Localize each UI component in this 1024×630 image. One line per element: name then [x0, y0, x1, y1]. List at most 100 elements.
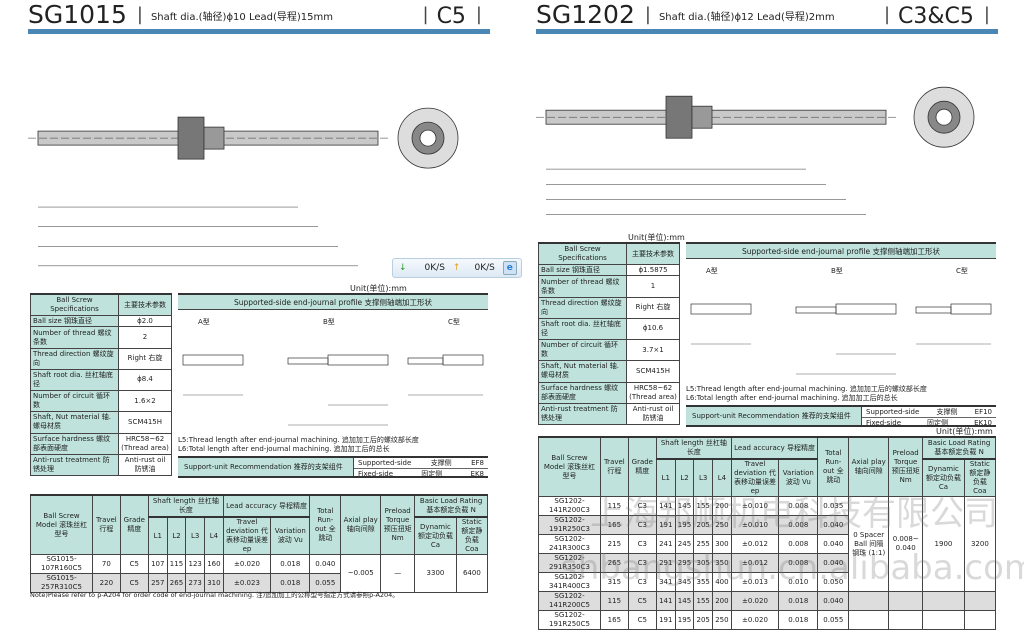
cell: ±0.023 — [222, 573, 272, 593]
col-l: L2 — [674, 458, 695, 497]
col-shaft-length: Shaft length 丝杠轴长度 — [147, 494, 224, 518]
cell: SG1202-241R300C3 — [538, 534, 601, 554]
spec-value: HRC58~62 (Thread area) — [118, 432, 172, 455]
cell: 0.008 — [778, 496, 819, 516]
profile-type-label: C型 — [956, 267, 968, 275]
spec-label: Shaft root dia. 丝杠轴底径 — [538, 317, 627, 341]
spec-value: SCM415H — [626, 360, 680, 383]
spec-value: Right 右旋 — [118, 347, 172, 370]
spec-label: Number of thread 螺纹条数 — [30, 326, 119, 349]
profile-type-label: C型 — [448, 318, 460, 326]
col-load-rating: Basic Load Rating 基本额定负载 N — [414, 494, 488, 518]
col-runout: Total Run-out 全跳动 — [309, 494, 342, 555]
cell: 0.008 — [778, 515, 819, 535]
cell: SG1015-257R310C5 — [30, 573, 93, 593]
cell: C3 — [627, 515, 657, 535]
model-subtitle: Shaft dia.(轴径)ϕ12 Lead(导程)2mm — [658, 12, 835, 23]
cell: ±0.020 — [730, 610, 780, 630]
spec-label: Shaft, Nut material 轴.螺母材质 — [538, 360, 627, 383]
page-header: SG1202| Shaft dia.(轴径)ϕ12 Lead(导程)2mm| C… — [536, 0, 998, 34]
col-static: Static 额定静负载 Coa — [455, 516, 489, 555]
profile-type-label: A型 — [198, 318, 210, 326]
cell: SG1202-191R250C5 — [538, 610, 601, 630]
page-header: SG1015| Shaft dia.(轴径)ϕ10 Lead(导程)15mm| … — [28, 1, 490, 34]
spec-label: Thread direction 螺纹旋向 — [538, 296, 627, 319]
cell: 0.018 — [270, 554, 311, 574]
model-title: SG1202 — [536, 0, 635, 29]
cell: 141 — [655, 496, 676, 516]
cell: 145 — [674, 591, 695, 611]
col-load-rating: Basic Load Rating 基本额定负载 N — [922, 436, 996, 460]
cell: 0.055 — [817, 610, 850, 630]
cell: 155 — [693, 591, 714, 611]
cell: 265 — [166, 573, 187, 593]
cell: SG1015-107R160C5 — [30, 554, 93, 574]
spec-label: Ball size 钢珠直径 — [30, 315, 119, 328]
spec-value: HRC58~62 (Thread area) — [626, 381, 680, 404]
profile-title: Supported-side end-journal profile 支撑侧轴端… — [178, 295, 488, 310]
cell: 220 — [92, 573, 121, 593]
cell: 400 — [712, 572, 732, 592]
col-preload: Preload Torque 预压扭矩 Nm — [380, 494, 416, 555]
col-l: L3 — [693, 458, 714, 497]
cell: 123 — [185, 554, 206, 574]
spec-label: Thread direction 螺纹旋向 — [30, 347, 119, 370]
spec-label: Shaft, Nut material 轴.螺母材质 — [30, 411, 119, 434]
cell: 200 — [712, 591, 732, 611]
cell: 355 — [693, 572, 714, 592]
download-speed: 0K/S — [424, 263, 445, 273]
col-runout: Total Run-out 全跳动 — [817, 436, 850, 497]
spec-label: Anti-rust treatment 防锈处理 — [538, 402, 627, 426]
cell: ±0.013 — [730, 572, 780, 592]
browser-icon[interactable]: e — [502, 261, 517, 275]
spec-value: Anti-rust oil 防锈油 — [118, 453, 172, 477]
cell: 341 — [655, 572, 676, 592]
support-unit-recommendation: Support-unit Recommendation 推荐的支架组件 Supp… — [178, 456, 488, 478]
col-axial-play: Axial play 轴向间隙 — [340, 494, 382, 555]
preload-value: 0.008~ 0.040 — [888, 496, 924, 592]
cell: 0.018 — [778, 610, 819, 630]
cell: 195 — [674, 515, 695, 535]
unit-label: Unit(单位):mm — [628, 233, 685, 242]
cell: 145 — [674, 496, 695, 516]
spec-label: Number of circuit 循环数 — [538, 339, 627, 362]
profile-type-label: B型 — [831, 267, 843, 275]
cell: 0.040 — [817, 553, 850, 573]
l5-note: L5:Thread length after end-journal machi… — [178, 436, 419, 444]
ball-screw-drawing — [28, 107, 459, 267]
col-travel: Travel 行程 — [92, 494, 121, 555]
col-dynamic: Dynamic 额定动负载 Ca — [922, 458, 965, 497]
spec-header-cn: 主要技术参数 — [118, 293, 172, 317]
network-speed-widget[interactable]: ↓ 0K/S ↑ 0K/S e — [392, 258, 522, 278]
cell: C5 — [119, 573, 149, 593]
col-grade: Grade 精度 — [119, 494, 149, 555]
upload-arrow-icon: ↑ — [452, 263, 461, 273]
cell: 0.040 — [817, 515, 850, 535]
cell: 310 — [204, 573, 224, 593]
grade-label: C5 — [436, 4, 466, 29]
cell: 250 — [712, 610, 732, 630]
cell: C5 — [119, 554, 149, 574]
cell: 245 — [674, 534, 695, 554]
dynamic-load-value: 1900 — [922, 496, 965, 592]
upload-speed: 0K/S — [474, 263, 495, 273]
preload-value: — — [380, 554, 416, 593]
col-model: Ball Screw Model 滚珠丝杠型号 — [30, 494, 93, 555]
cell: C3 — [627, 496, 657, 516]
spec-value: 2 — [118, 326, 172, 349]
cell: C3 — [627, 572, 657, 592]
l5-note: L5:Thread length after end-journal machi… — [686, 385, 927, 393]
l6-note: L6:Total length after end-journal machin… — [178, 445, 390, 453]
